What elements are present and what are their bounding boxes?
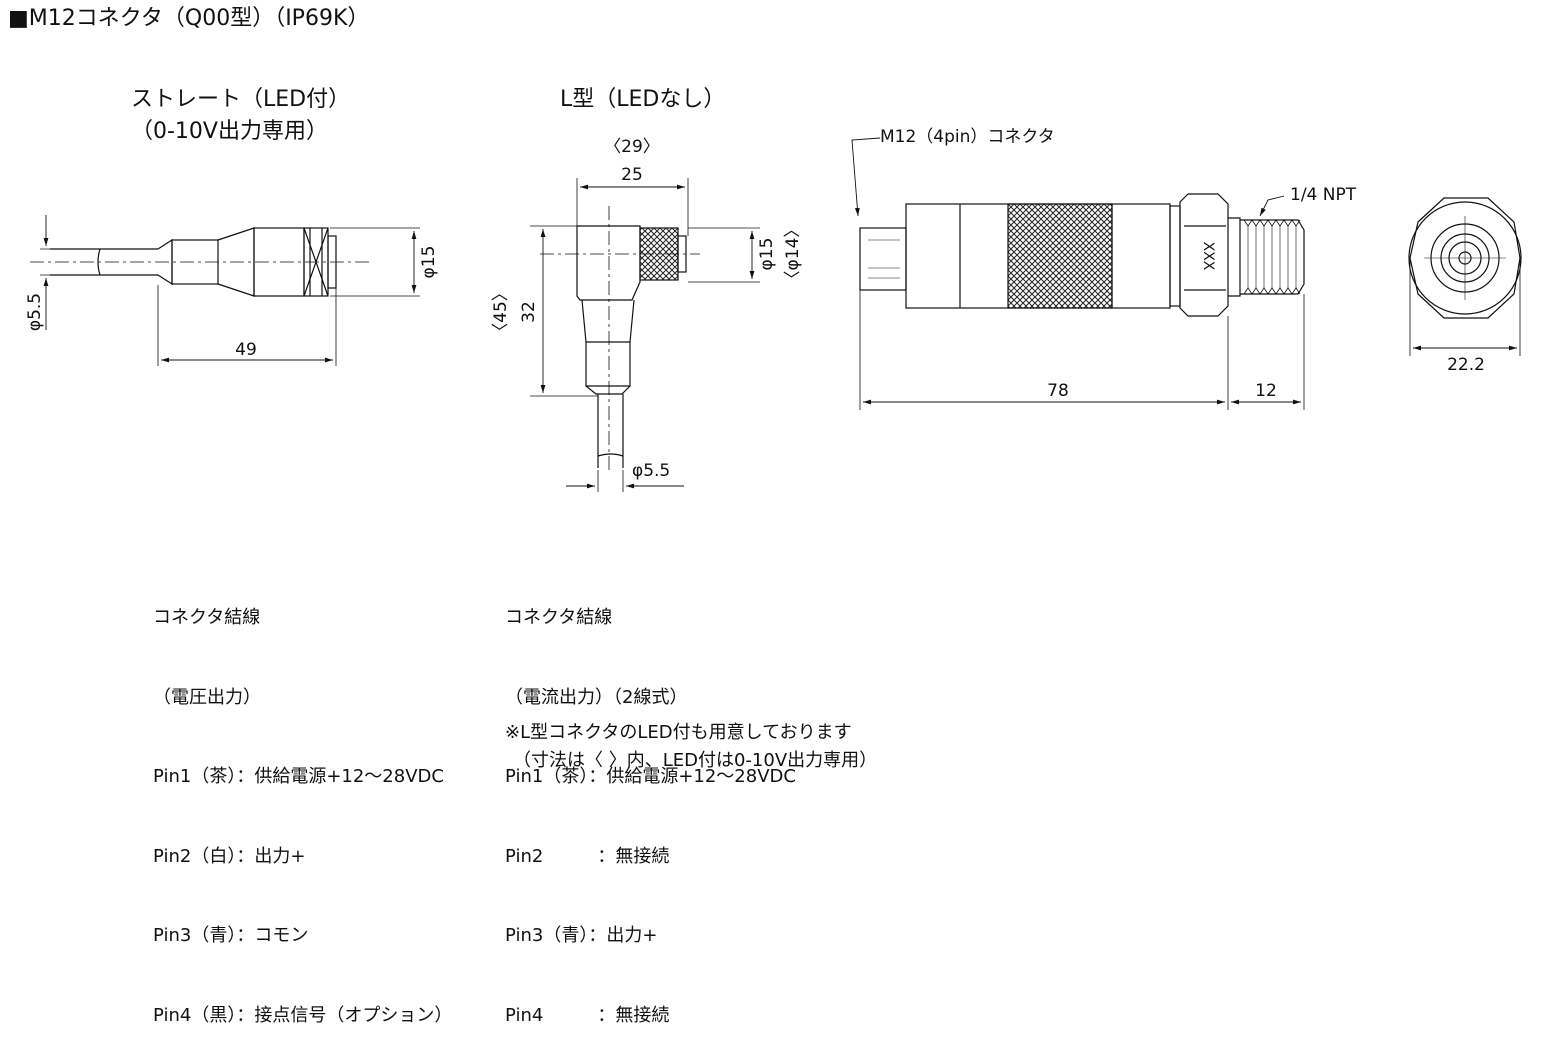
- l-type-height-alt: 〈45〉: [491, 284, 511, 340]
- footnote-line1: ※L型コネクタのLED付も用意しております: [505, 722, 852, 743]
- l-type-body-diameter: φ15: [757, 238, 777, 271]
- wiring-current-pin1: Pin1（茶）：供給電源+12～28VDC: [505, 766, 796, 787]
- hex-across-flats: 22.2: [1447, 355, 1485, 375]
- straight-cable-diameter: φ5.5: [25, 293, 45, 331]
- hex-marking: XXX: [1200, 242, 1216, 271]
- l-type-heading: L型（LEDなし）: [560, 87, 726, 112]
- body-length: 78: [1047, 381, 1069, 401]
- l-type-width-alt: 〈29〉: [604, 137, 660, 157]
- straight-connector-view: [30, 215, 420, 366]
- wiring-voltage: コネクタ結線 （電圧出力） Pin1（茶）：供給電源+12～28VDC Pin2…: [153, 552, 452, 1056]
- connector-label: M12（4pin）コネクタ: [880, 127, 1055, 147]
- footnote-line2: （寸法は〈 〉内、LED付は0-10V出力専用）: [513, 750, 878, 771]
- l-type-connector-view: [530, 178, 760, 492]
- wiring-voltage-pin4: Pin4（黒）：接点信号（オプション）: [153, 1004, 453, 1026]
- l-type-width: 25: [621, 165, 643, 185]
- thread-length: 12: [1255, 381, 1277, 401]
- straight-heading-line2: （0-10V出力専用）: [131, 119, 328, 144]
- l-type-cable-diameter: φ5.5: [632, 461, 670, 481]
- wiring-voltage-type: （電圧出力）: [153, 686, 261, 708]
- l-type-height: 32: [519, 301, 539, 323]
- wiring-voltage-pin1: Pin1（茶）：供給電源+12～28VDC: [153, 766, 444, 787]
- wiring-voltage-title: コネクタ結線: [153, 607, 261, 628]
- wiring-current-type: （電流出力）（2線式）: [505, 686, 688, 708]
- l-type-body-diameter-alt: 〈φ14〉: [783, 221, 803, 288]
- sensor-side-view: [851, 137, 1305, 410]
- wiring-current: コネクタ結線 （電流出力）（2線式） Pin1（茶）：供給電源+12～28VDC…: [505, 552, 796, 1056]
- wiring-current-pin3: Pin3（青）：出力+: [505, 925, 658, 946]
- straight-length: 49: [235, 340, 257, 360]
- wiring-voltage-pin3: Pin3（青）：コモン: [153, 925, 309, 946]
- straight-heading-line1: ストレート（LED付）: [131, 87, 351, 112]
- wiring-current-pin2: Pin2 ：無接続: [505, 845, 670, 867]
- wiring-current-pin4: Pin4 ：無接続: [505, 1004, 670, 1026]
- wiring-current-title: コネクタ結線: [505, 607, 613, 628]
- straight-body-diameter: φ15: [419, 246, 439, 279]
- thread-label: 1/4 NPT: [1290, 185, 1357, 205]
- sensor-end-view: [1408, 197, 1522, 356]
- page-title: ■M12コネクタ（Q00型）（IP69K）: [8, 6, 370, 31]
- dimension-drawing: φ5.5 φ15 49 〈29〉 25 〈45〉 32 φ15 〈φ14〉 φ5…: [25, 127, 1522, 492]
- wiring-voltage-pin2: Pin2（白）：出力+: [153, 845, 306, 867]
